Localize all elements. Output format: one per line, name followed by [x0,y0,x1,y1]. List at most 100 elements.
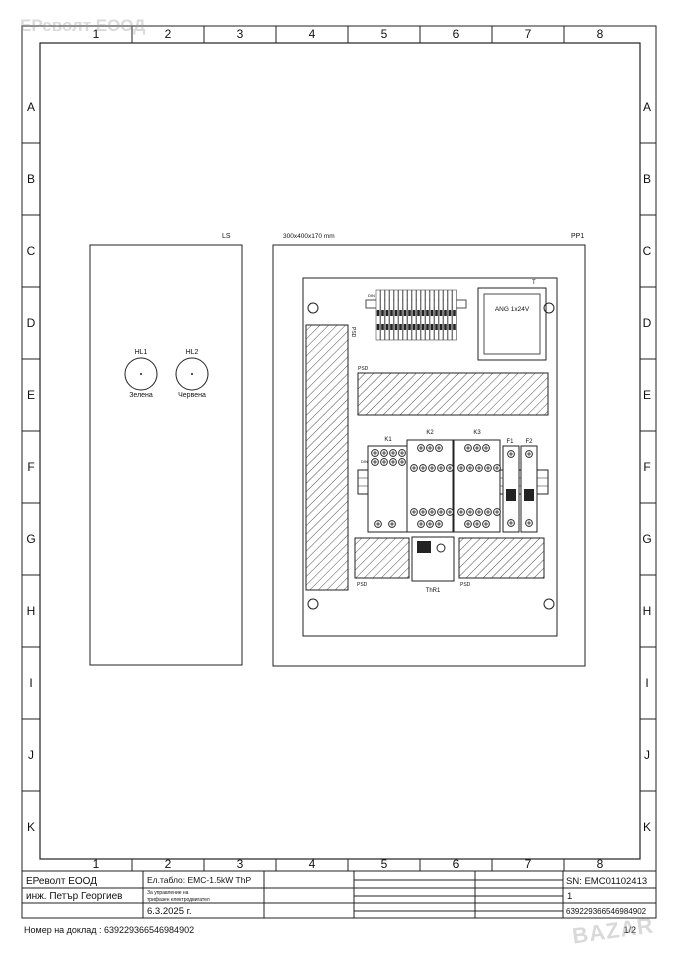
zone-ticks [22,26,656,871]
terminal-clamp [385,324,389,330]
zone-row-label: A [643,100,651,114]
tb-sheet: 1 [567,891,572,902]
lamp-hl1 [124,357,158,391]
k2-label: K2 [426,430,434,436]
thermal-relay-dial [417,541,431,553]
terminal-clamp [444,310,447,316]
thermal-relay-knob [436,543,446,553]
zone-column-label: 7 [525,857,532,871]
outer-frame [21,25,657,919]
lamp-hl1-dot [140,373,142,375]
terminal-block [375,289,457,341]
terminal-clamp [412,310,416,316]
terminal-clamp [385,310,389,316]
mount-hole [307,302,319,314]
terminal-clamp [426,324,429,330]
psd-lower-right [458,537,545,579]
psd-vertical [305,324,349,591]
zone-column-label: 8 [597,857,604,871]
zone-row-label: K [27,820,35,834]
terminal-clamp [421,324,425,330]
tb-date: 6.3.2025 г. [147,906,192,917]
k1-label: K1 [384,437,392,443]
zone-row-label: H [643,604,652,618]
zone-column-label: 4 [309,857,316,871]
transformer-label: ANG 1x24V [495,306,530,313]
inner-frame [39,42,641,860]
k3-label: K3 [473,430,481,436]
terminal-clamp [435,310,438,316]
terminal-clamp [453,310,456,316]
zone-column-label: 5 [381,857,388,871]
transformer [477,287,547,361]
title-block-grid [22,870,656,918]
lamp-hl1-color: Зелена [129,392,153,399]
mounting-plate [302,277,558,637]
terminal-clamp [390,310,393,316]
zone-column-label: 5 [381,27,388,41]
terminal-clamp [394,324,398,330]
terminal-clamp [417,310,420,316]
lamp-hl2 [175,357,209,391]
psd-lower-left-label: PSD [357,582,368,588]
zone-row-label: G [26,532,35,546]
terminal-clamp [403,324,407,330]
mount-hole [307,598,319,610]
zone-row-label: I [645,676,648,690]
tb-code: 639229366546984902 [566,907,647,916]
terminal-clamp [435,324,438,330]
zone-row-label: A [27,100,35,114]
terminal-clamp [439,324,443,330]
ls-door [89,244,243,666]
psd-lower-left [354,537,410,579]
zone-row-label: E [27,388,35,402]
zone-column-label: 6 [453,27,460,41]
terminal-clamp [448,310,452,316]
contactor-k3 [453,439,501,533]
f1-label: F1 [506,439,514,445]
tb-desc-line1: За управление на [147,890,189,896]
lamp-hl2-label: HL2 [186,349,199,356]
psd-vertical-label: PSD [350,327,356,338]
terminal-clamp [430,324,434,330]
tb-desc-line2: трифазен електродвигател [147,897,210,903]
terminal-clamp [390,324,393,330]
terminal-clamp [408,324,411,330]
zone-row-label: E [643,388,651,402]
zone-column-label: 2 [165,27,172,41]
lamp-hl2-color: Червена [178,392,206,399]
contactor-k2 [406,439,454,533]
mount-hole [543,598,555,610]
zone-column-label: 1 [93,857,100,871]
terminal-clamp [421,310,425,316]
zone-row-label: F [643,460,650,474]
ls-label: LS [222,233,231,240]
zone-column-label: 8 [597,27,604,41]
zone-row-label: D [27,316,36,330]
zone-row-label: K [643,820,651,834]
f2-label: F2 [525,439,533,445]
psd-upper [357,372,549,416]
terminal-clamp [381,324,384,330]
terminal-clamp [426,310,429,316]
din-lower-label: DIN [361,459,368,464]
terminal-clamp [381,310,384,316]
mount-hole [543,302,555,314]
zone-column-label: 7 [525,27,532,41]
lamp-hl1-label: HL1 [135,349,148,356]
zone-row-label: F [27,460,34,474]
terminal-clamp [439,310,443,316]
zone-column-label: 1 [93,27,100,41]
zone-row-label: D [643,316,652,330]
report-number: Номер на доклад : 639229366546984902 [24,925,194,935]
terminal-clamp [430,310,434,316]
lamp-hl2-dot [191,373,193,375]
terminal-clamp [448,324,452,330]
zone-column-label: 6 [453,857,460,871]
zone-row-label: B [643,172,651,186]
tb-serial: SN: EMC01102413 [566,876,647,887]
tb-engineer: инж. Петър Георгиев [26,891,122,902]
zone-column-label: 4 [309,27,316,41]
